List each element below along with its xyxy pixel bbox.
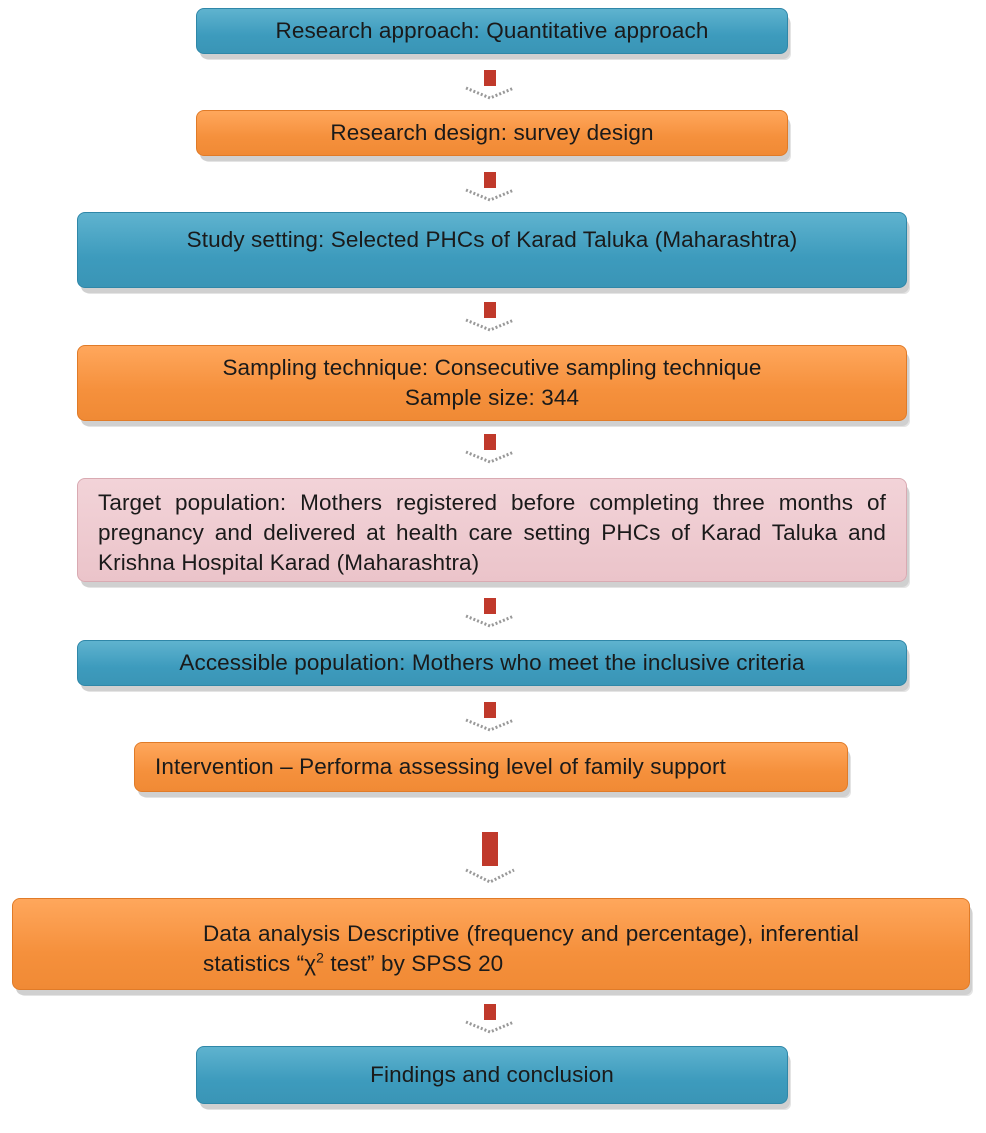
step-intervention-label: Intervention – Performa assessing level … [155,754,726,779]
step-target-population-label: Target population: Mothers registered be… [98,490,886,575]
step-findings-label: Findings and conclusion [370,1062,614,1087]
arrow-down-icon [465,1004,515,1034]
step-sample-size: Sample size: 344 [404,385,580,410]
arrow-down-icon [465,832,515,884]
step-accessible-population: Accessible population: Mothers who meet … [77,640,907,686]
step-research-approach: Research approach: Quantitative approach [196,8,788,54]
arrow-down-icon [465,702,515,732]
arrow-down-icon [465,598,515,628]
arrow-down-icon [465,302,515,332]
step-intervention: Intervention – Performa assessing level … [134,742,848,792]
step-sampling-technique: Sampling technique: Consecutive sampling… [222,355,762,380]
chi-square-superscript: 2 [316,949,325,966]
step-target-population: Target population: Mothers registered be… [77,478,907,582]
step-study-setting-label: Study setting: Selected PHCs of Karad Ta… [186,227,798,252]
step-study-setting: Study setting: Selected PHCs of Karad Ta… [77,212,907,288]
step-data-analysis-tail: test” by SPSS 20 [324,951,504,976]
step-research-design-label: Research design: survey design [330,120,654,145]
step-data-analysis-text: Data analysis Descriptive (frequency and… [203,921,859,976]
arrow-down-icon [465,434,515,464]
step-sampling: Sampling technique: Consecutive sampling… [77,345,907,421]
step-accessible-population-label: Accessible population: Mothers who meet … [179,650,805,675]
step-findings: Findings and conclusion [196,1046,788,1104]
step-research-design: Research design: survey design [196,110,788,156]
arrow-down-icon [465,70,515,100]
arrow-down-icon [465,172,515,202]
step-research-approach-label: Research approach: Quantitative approach [275,18,709,43]
step-data-analysis: Data analysis Descriptive (frequency and… [12,898,970,990]
